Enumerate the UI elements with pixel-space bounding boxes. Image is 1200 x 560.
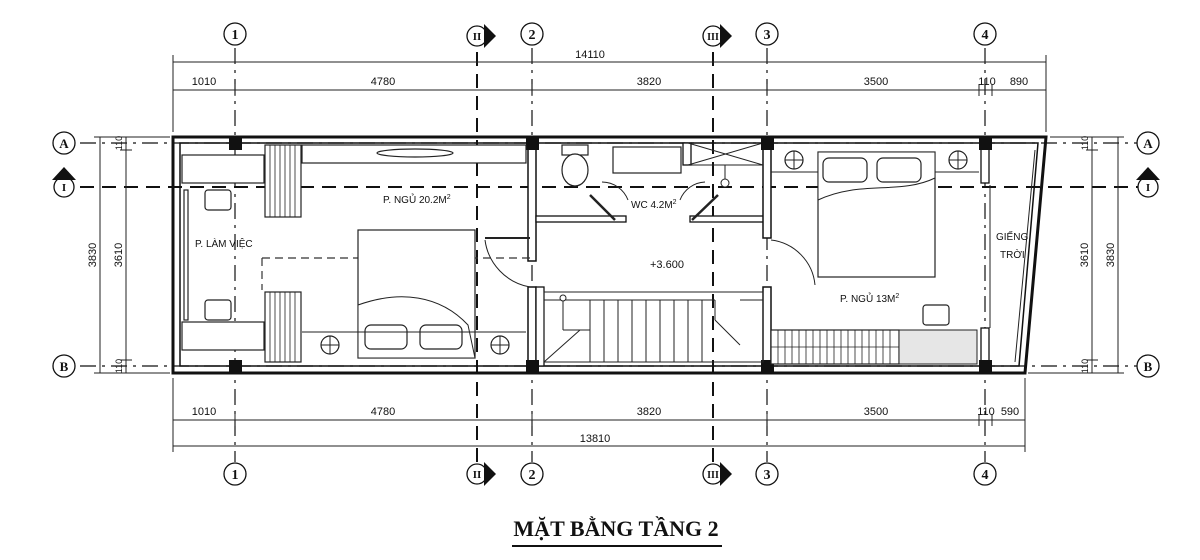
axis-2-bottom: 2 (529, 468, 536, 483)
right-dimensions: 3610 3830 110 110 (1028, 136, 1124, 374)
dim-top-seg-2: 4780 (371, 76, 395, 88)
axis-B-left: B (60, 359, 69, 374)
building-outline (171, 135, 1048, 375)
room-labels: P. NGỦ 20.2M2 P. LÀM VIỆC WC 4.2M2 +3.60… (195, 193, 1028, 305)
wc-fixtures (484, 144, 816, 288)
axis-1-top: 1 (232, 28, 239, 43)
office-furniture (181, 144, 302, 363)
section-II-top: II (473, 31, 482, 43)
axis-B-right: B (1144, 359, 1153, 374)
section-I-left: I (62, 182, 66, 194)
dim-bottom-seg-1: 1010 (192, 406, 216, 418)
room-label-office: P. LÀM VIỆC (195, 237, 253, 250)
top-dimensions: 14110 1010 4780 3820 3500 110 890 (172, 49, 1047, 132)
section-III-bottom: III (707, 470, 719, 481)
columns (229, 137, 992, 373)
axis-3-top: 3 (764, 28, 771, 43)
section-II-bottom: II (473, 469, 482, 481)
bedroom1-furniture (301, 144, 527, 359)
section-I-right: I (1146, 182, 1150, 194)
dim-left-wall-bottom: 110 (114, 359, 124, 373)
axis-bubbles-lettered: A B A B (52, 131, 1160, 378)
dim-right-wall-top: 110 (1080, 136, 1090, 150)
section-markers: II III II III I I (52, 24, 1160, 486)
axis-A-right: A (1143, 136, 1153, 151)
axis-4-top: 4 (982, 28, 989, 43)
dim-top-seg-6: 890 (1010, 76, 1028, 88)
dim-left-inner: 3610 (113, 243, 125, 267)
room-label-bedroom2: P. NGỦ 13M2 (840, 292, 899, 305)
dim-bottom-seg-4: 3500 (864, 406, 888, 418)
room-label-bedroom1: P. NGỦ 20.2M2 (383, 193, 451, 206)
section-lines (80, 52, 1138, 462)
dim-top-total: 14110 (575, 49, 605, 61)
dim-bottom-seg-5: 110 (977, 406, 995, 418)
axis-bubbles-numbered: 1 2 3 4 1 2 3 4 (223, 22, 997, 486)
dim-top-seg-5: 110 (978, 76, 996, 88)
dim-bottom-seg-2: 4780 (371, 406, 395, 418)
dim-bottom-total: 13810 (580, 433, 611, 445)
dim-top-seg-1: 1010 (192, 76, 216, 88)
grid-lines (80, 48, 1138, 462)
staircase (543, 291, 764, 363)
dim-bottom-seg-3: 3820 (637, 406, 661, 418)
dim-right-wall-bottom: 110 (1080, 359, 1090, 373)
axis-3-bottom: 3 (764, 468, 771, 483)
section-III-top: III (707, 32, 719, 43)
room-label-wc: WC 4.2M2 (631, 199, 677, 211)
plan-title: MẶT BẰNG TẦNG 2 (513, 516, 718, 541)
axis-1-bottom: 1 (232, 468, 239, 483)
left-dimensions: 3830 3610 110 110 (87, 136, 170, 374)
dim-left-outer: 3830 (87, 243, 99, 267)
room-label-skylight-1: GIẾNG (996, 230, 1028, 243)
axis-A-left: A (59, 136, 69, 151)
room-label-skylight-2: TRỜI (1000, 248, 1025, 261)
dim-left-wall-top: 110 (114, 136, 124, 150)
dim-bottom-seg-6: 590 (1001, 406, 1019, 418)
axis-4-bottom: 4 (982, 468, 989, 483)
dim-right-outer: 3830 (1105, 243, 1117, 267)
dim-top-seg-3: 3820 (637, 76, 661, 88)
dim-top-seg-4: 3500 (864, 76, 888, 88)
axis-2-top: 2 (529, 28, 536, 43)
floor-level: +3.600 (650, 259, 684, 271)
dim-right-inner: 3610 (1079, 243, 1091, 267)
bedroom2-furniture (770, 149, 1036, 365)
bottom-dimensions: 1010 4780 3820 3500 110 590 13810 (172, 378, 1026, 452)
